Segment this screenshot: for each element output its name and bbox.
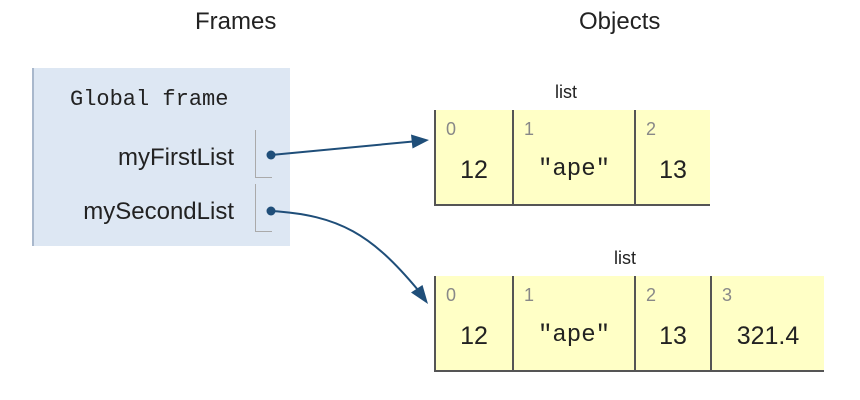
list-type-label: list [555, 82, 577, 102]
list-cell-value: 12 [460, 156, 488, 184]
variable-name-myfirstlist: myFirstList [118, 144, 234, 171]
list-cell-index: 3 [722, 285, 733, 305]
list-cell-index: 1 [524, 119, 535, 139]
frames-heading: Frames [195, 8, 277, 35]
list-cell-value: 13 [659, 156, 687, 184]
pointer-arrow-myfirstlist [270, 140, 414, 156]
list-object-first: 0 12 1 "ape" 2 13 [434, 110, 710, 206]
objects-heading: Objects [579, 8, 661, 35]
list-cell: 1 "ape" [512, 276, 634, 370]
list-cell: 2 13 [634, 276, 710, 370]
list-cell-index: 1 [524, 285, 535, 305]
list-cell: 0 12 [434, 276, 512, 370]
list-cell: 2 13 [634, 110, 710, 204]
list-cell-value: 13 [659, 322, 687, 350]
global-frame: Global frame myFirstList mySecondList [32, 68, 290, 246]
list-type-label: list [614, 248, 636, 268]
arrowhead-icon [411, 285, 428, 304]
list-cell-index: 0 [446, 119, 457, 139]
list-cell-index: 0 [446, 285, 457, 305]
list-cell-value: "ape" [537, 156, 610, 183]
list-cell-index: 2 [646, 119, 657, 139]
variable-pointer-slot-myfirstlist [255, 130, 272, 178]
global-frame-title: Global frame [70, 87, 229, 112]
pointer-arrow-mysecondlist [270, 210, 419, 291]
list-cell: 1 "ape" [512, 110, 634, 204]
list-cell: 3 321.4 [710, 276, 824, 370]
arrowhead-icon [411, 134, 429, 149]
list-cell: 0 12 [434, 110, 512, 204]
list-cell-value: 12 [460, 322, 488, 350]
list-object-second: 0 12 1 "ape" 2 13 3 321.4 [434, 276, 824, 372]
list-cell-index: 2 [646, 285, 657, 305]
variable-name-mysecondlist: mySecondList [83, 198, 234, 225]
list-cell-value: 321.4 [736, 322, 800, 350]
list-cell-value: "ape" [537, 322, 610, 349]
variable-pointer-slot-mysecondlist [255, 184, 272, 232]
